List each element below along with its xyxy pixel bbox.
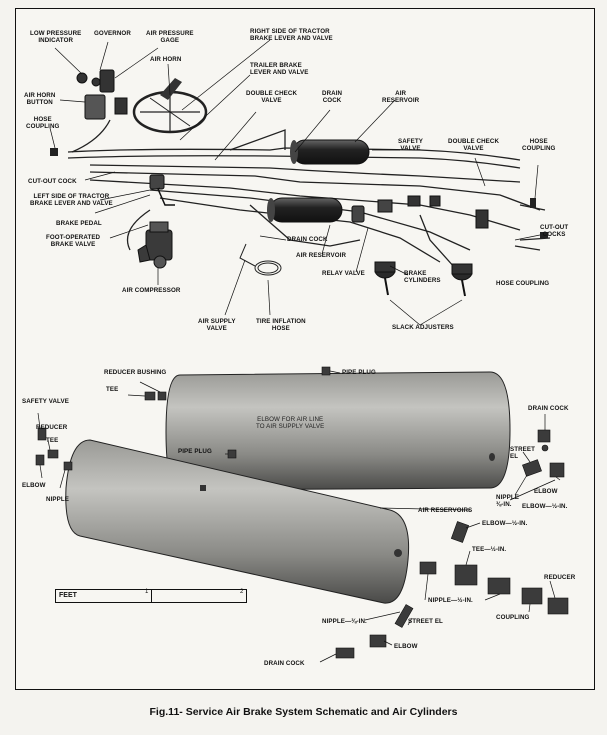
- label-drain-cock-bottom: DRAIN COCK: [264, 660, 305, 667]
- label-tire-inflation-hose: TIRE INFLATION HOSE: [256, 318, 306, 333]
- label-pipe-plug-1: PIPE PLUG: [342, 369, 376, 376]
- label-tee-2: TEE: [46, 437, 59, 444]
- label-nipple-3-8-b: NIPPLE—⅜-IN.: [322, 618, 367, 625]
- label-air-compressor: AIR COMPRESSOR: [122, 287, 181, 294]
- label-foot-brake-valve: FOOT-OPERATED BRAKE VALVE: [46, 234, 101, 249]
- label-trailer-brake: TRAILER BRAKE LEVER AND VALVE: [250, 62, 309, 77]
- cylinder-top: [165, 371, 511, 491]
- label-drain-cock-top: DRAIN COCK: [528, 405, 569, 412]
- label-elbow-1: ELBOW: [22, 482, 46, 489]
- label-left-side-brake: LEFT SIDE OF TRACTOR BRAKE LEVER AND VAL…: [30, 193, 113, 208]
- scale-divider: [151, 590, 152, 602]
- label-reducer-2: REDUCER: [544, 574, 576, 581]
- label-nipple-1: NIPPLE: [46, 496, 69, 503]
- figure-caption: Fig.11- Service Air Brake System Schemat…: [149, 706, 458, 718]
- scale-bar: FEET 1 2: [55, 589, 247, 603]
- label-tee-1: TEE: [106, 386, 119, 393]
- dashboard-gauges: [76, 69, 128, 120]
- label-air-reservoir-2: AIR RESERVOIR: [296, 252, 347, 259]
- label-elbow-3: ELBOW: [394, 643, 418, 650]
- label-safety-valve: SAFETY VALVE: [22, 398, 69, 405]
- label-hose-coupling-3: HOSE COUPLING: [496, 280, 550, 287]
- label-governor: GOVERNOR: [94, 30, 131, 37]
- label-cut-out-cocks: CUT-OUT COCKS: [540, 224, 569, 239]
- foot-brake-valve: [149, 174, 175, 206]
- air-horn: [160, 78, 182, 100]
- label-safety-valve-1: SAFETY VALVE: [398, 138, 424, 153]
- label-nipple-half: NIPPLE—½-IN.: [428, 597, 473, 604]
- scale-mark-2: 2: [240, 589, 244, 595]
- label-slack-adjusters: SLACK ADJUSTERS: [392, 324, 454, 331]
- upper-leader-lines: [49, 39, 541, 326]
- relay-valve: [351, 199, 393, 223]
- tire-inflation-hose: [239, 243, 282, 276]
- label-brake-pedal: BRAKE PEDAL: [56, 220, 102, 227]
- hose-couplings: [50, 148, 548, 238]
- brake-cylinders: [374, 261, 473, 297]
- label-relay-valve: RELAY VALVE: [322, 270, 365, 277]
- label-elbow-half-1: ELBOW—½-IN.: [522, 503, 568, 510]
- lower-leader-lines: [37, 370, 561, 663]
- label-elbow-2: ELBOW: [534, 488, 558, 495]
- air-lines: [67, 119, 551, 269]
- label-coupling: COUPLING: [496, 614, 530, 621]
- label-pipe-plug-2: PIPE PLUG: [178, 448, 212, 455]
- label-air-pressure-gage: AIR PRESSURE GAGE: [146, 30, 194, 45]
- label-street-el-1: STREET EL: [510, 446, 536, 461]
- label-reducer-bushing: REDUCER BUSHING: [104, 369, 167, 376]
- double-check-valve: [407, 195, 489, 229]
- scale-mark-1: 1: [145, 589, 149, 595]
- label-tee-half: TEE—½-IN.: [472, 546, 507, 553]
- label-nipple-3-8-a: NIPPLE ⅜-IN.: [496, 494, 519, 509]
- fittings: [35, 366, 569, 659]
- label-low-pressure-indicator: LOW PRESSURE INDICATOR: [30, 30, 82, 45]
- schematic-air-reservoir-upper: [290, 139, 370, 165]
- label-air-supply-valve: AIR SUPPLY VALVE: [198, 318, 236, 333]
- label-drain-cock-2: DRAIN COCK: [287, 236, 328, 243]
- label-elbow-half-2: ELBOW—½-IN.: [482, 520, 528, 527]
- label-drain-cock-1: DRAIN COCK: [322, 90, 343, 105]
- label-air-reservoir-1: AIR RESERVOIR: [382, 90, 420, 105]
- label-air-horn: AIR HORN: [150, 56, 182, 63]
- label-hose-coupling-1: HOSE COUPLING: [26, 116, 60, 131]
- label-reducer-1: REDUCER: [36, 424, 68, 431]
- label-street-el-2: STREET EL: [408, 618, 443, 625]
- label-right-side-brake: RIGHT SIDE OF TRACTOR BRAKE LEVER AND VA…: [250, 28, 333, 43]
- label-cut-out-cock: CUT-OUT COCK: [28, 178, 77, 185]
- label-air-horn-button: AIR HORN BUTTON: [24, 92, 56, 107]
- label-brake-cylinders: BRAKE CYLINDERS: [404, 270, 441, 285]
- label-hose-coupling-2: HOSE COUPLING: [522, 138, 556, 153]
- scale-label: FEET: [59, 592, 77, 599]
- label-air-reservoirs: AIR RESERVOIRS: [418, 507, 473, 514]
- label-elbow-air-line: ELBOW FOR AIR LINE TO AIR SUPPLY VALVE: [256, 416, 325, 431]
- label-double-check-valve-1: DOUBLE CHECK VALVE: [246, 90, 298, 105]
- schematic-air-reservoir-lower: [267, 197, 343, 223]
- air-compressor: [137, 221, 173, 269]
- label-double-check-valve-2: DOUBLE CHECK VALVE: [448, 138, 500, 153]
